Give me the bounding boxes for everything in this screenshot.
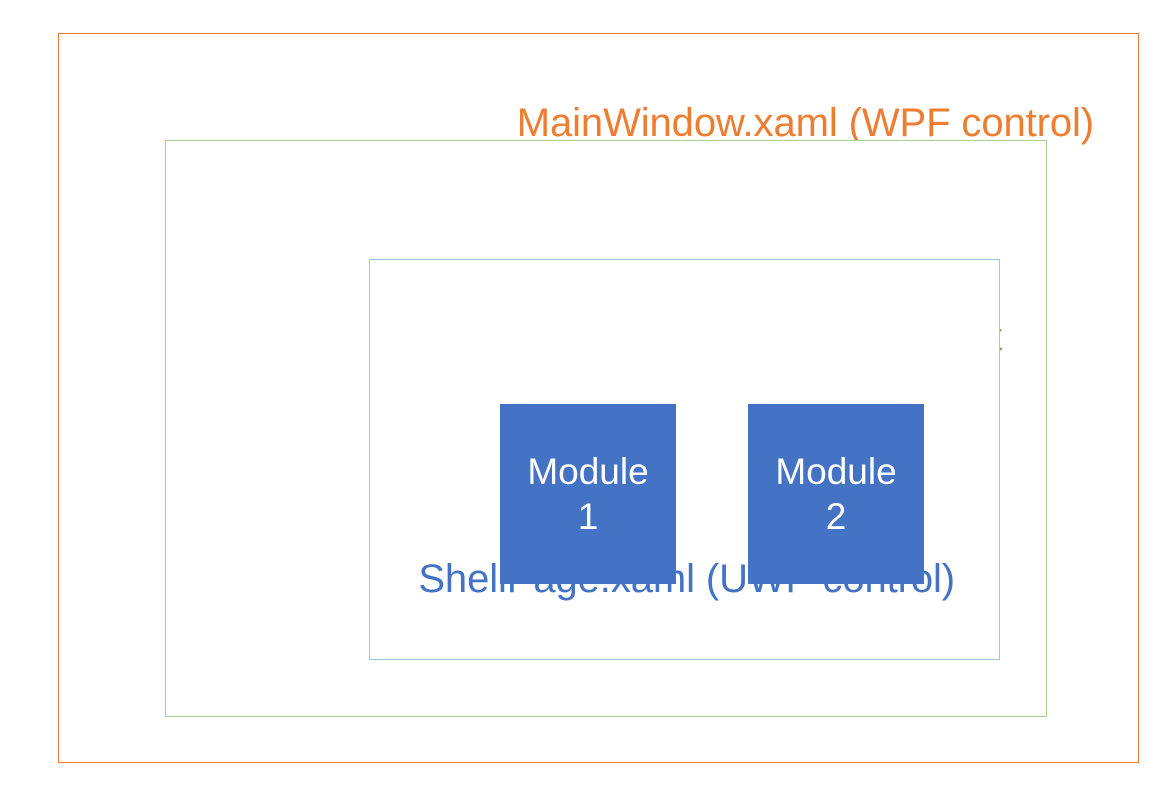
module-box-1-label: Module 1 [527,450,649,537]
container-label-mainwindow-wpf: MainWindow.xaml (WPF control) [516,101,1094,145]
module-box-2: Module 2 [748,404,924,584]
module-box-1: Module 1 [500,404,676,584]
module-box-2-label: Module 2 [775,450,897,537]
container-shellpage-uwp: ShellPage.xaml (UWP control) [369,259,1000,660]
